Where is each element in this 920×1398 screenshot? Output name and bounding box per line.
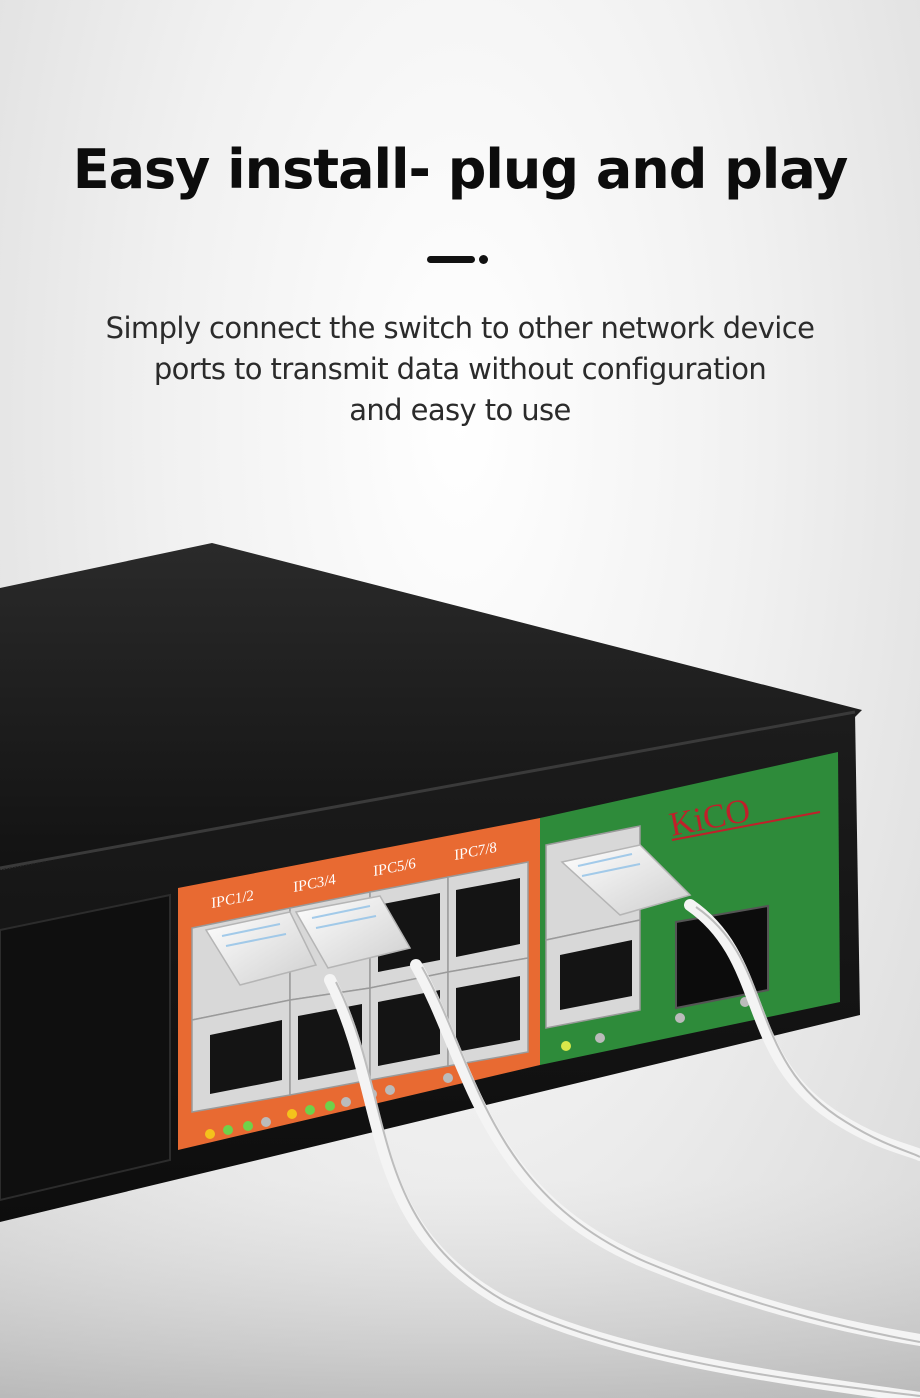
title-divider [427,254,488,266]
switch-chassis-top [0,543,862,870]
description-line-2: ports to transmit data without configura… [153,352,767,386]
description: Simply connect the switch to other netwo… [60,308,860,431]
description-line-1: Simply connect the switch to other netwo… [105,311,815,345]
description-line-3: and easy to use [349,393,571,427]
headline: Easy install- plug and play [72,138,849,201]
